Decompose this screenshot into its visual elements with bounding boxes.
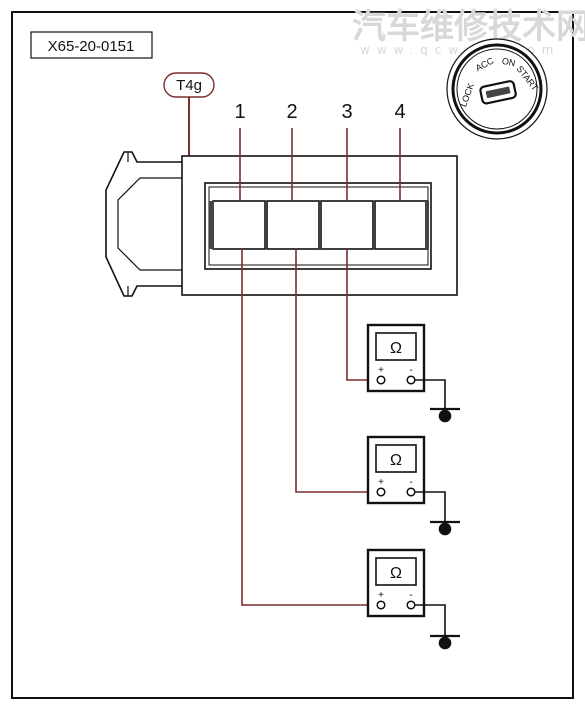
cavity-4 <box>374 200 428 250</box>
ohmmeter-3-plus-jack <box>376 600 386 610</box>
cavity-1 <box>212 200 266 250</box>
ohmmeter-2-symbol: Ω <box>390 452 402 469</box>
terminal-cavities <box>209 200 429 250</box>
watermark-title: 汽车维修技术网 <box>352 7 585 47</box>
ignition-position-on: ON <box>501 56 516 69</box>
ohmmeter-3-display <box>375 557 417 586</box>
ohmmeter-3-minus: - <box>409 590 412 601</box>
ohmmeter-1-display <box>375 332 417 361</box>
ohmmeter-1-plus: + <box>378 365 384 376</box>
probe-wire-pin-2 <box>295 249 381 493</box>
cavity-3 <box>320 200 374 250</box>
pin-leaders <box>239 128 401 201</box>
ohmmeter-1-minus: - <box>409 365 412 376</box>
probe-wires <box>241 249 381 606</box>
ohmmeter-2-minus: - <box>409 477 412 488</box>
ohmmeter-2: Ω + - <box>366 435 426 505</box>
cavity-2 <box>266 200 320 250</box>
ignition-switch-icon: LOCK ACC ON START <box>446 38 548 140</box>
ohmmeter-1-symbol: Ω <box>390 340 402 357</box>
diagram-id-text: X65-20-0151 <box>48 38 135 55</box>
pin-number-2: 2 <box>286 101 297 123</box>
ohmmeter-1-plus-jack <box>376 375 386 385</box>
pin-number-1: 1 <box>234 101 245 123</box>
cavity-shadow-left <box>209 201 214 249</box>
pin-number-3: 3 <box>341 101 352 123</box>
diagram-id-box <box>30 31 153 59</box>
probe-wire-pin-1 <box>241 249 381 606</box>
ground-2 <box>415 491 460 536</box>
ohmmeter-3-minus-jack <box>406 600 416 610</box>
ohmmeter-1: Ω + - <box>366 323 426 393</box>
ohmmeter-3: Ω + - <box>366 548 426 618</box>
ohmmeter-3-plus: + <box>378 590 384 601</box>
ground-1 <box>415 379 460 423</box>
ohmmeter-2-plus: + <box>378 477 384 488</box>
ohmmeter-2-display <box>375 444 417 473</box>
ignition-key-slot <box>479 80 517 105</box>
ohmmeter-3-symbol: Ω <box>390 565 402 582</box>
ground-3 <box>415 604 460 650</box>
connector-tag-text: T4g <box>176 77 202 94</box>
cavity-shadow-right <box>425 201 429 249</box>
ohmmeter-1-minus-jack <box>406 375 416 385</box>
ohmmeter-2-plus-jack <box>376 487 386 497</box>
pin-number-4: 4 <box>394 101 405 123</box>
ohmmeter-2-minus-jack <box>406 487 416 497</box>
